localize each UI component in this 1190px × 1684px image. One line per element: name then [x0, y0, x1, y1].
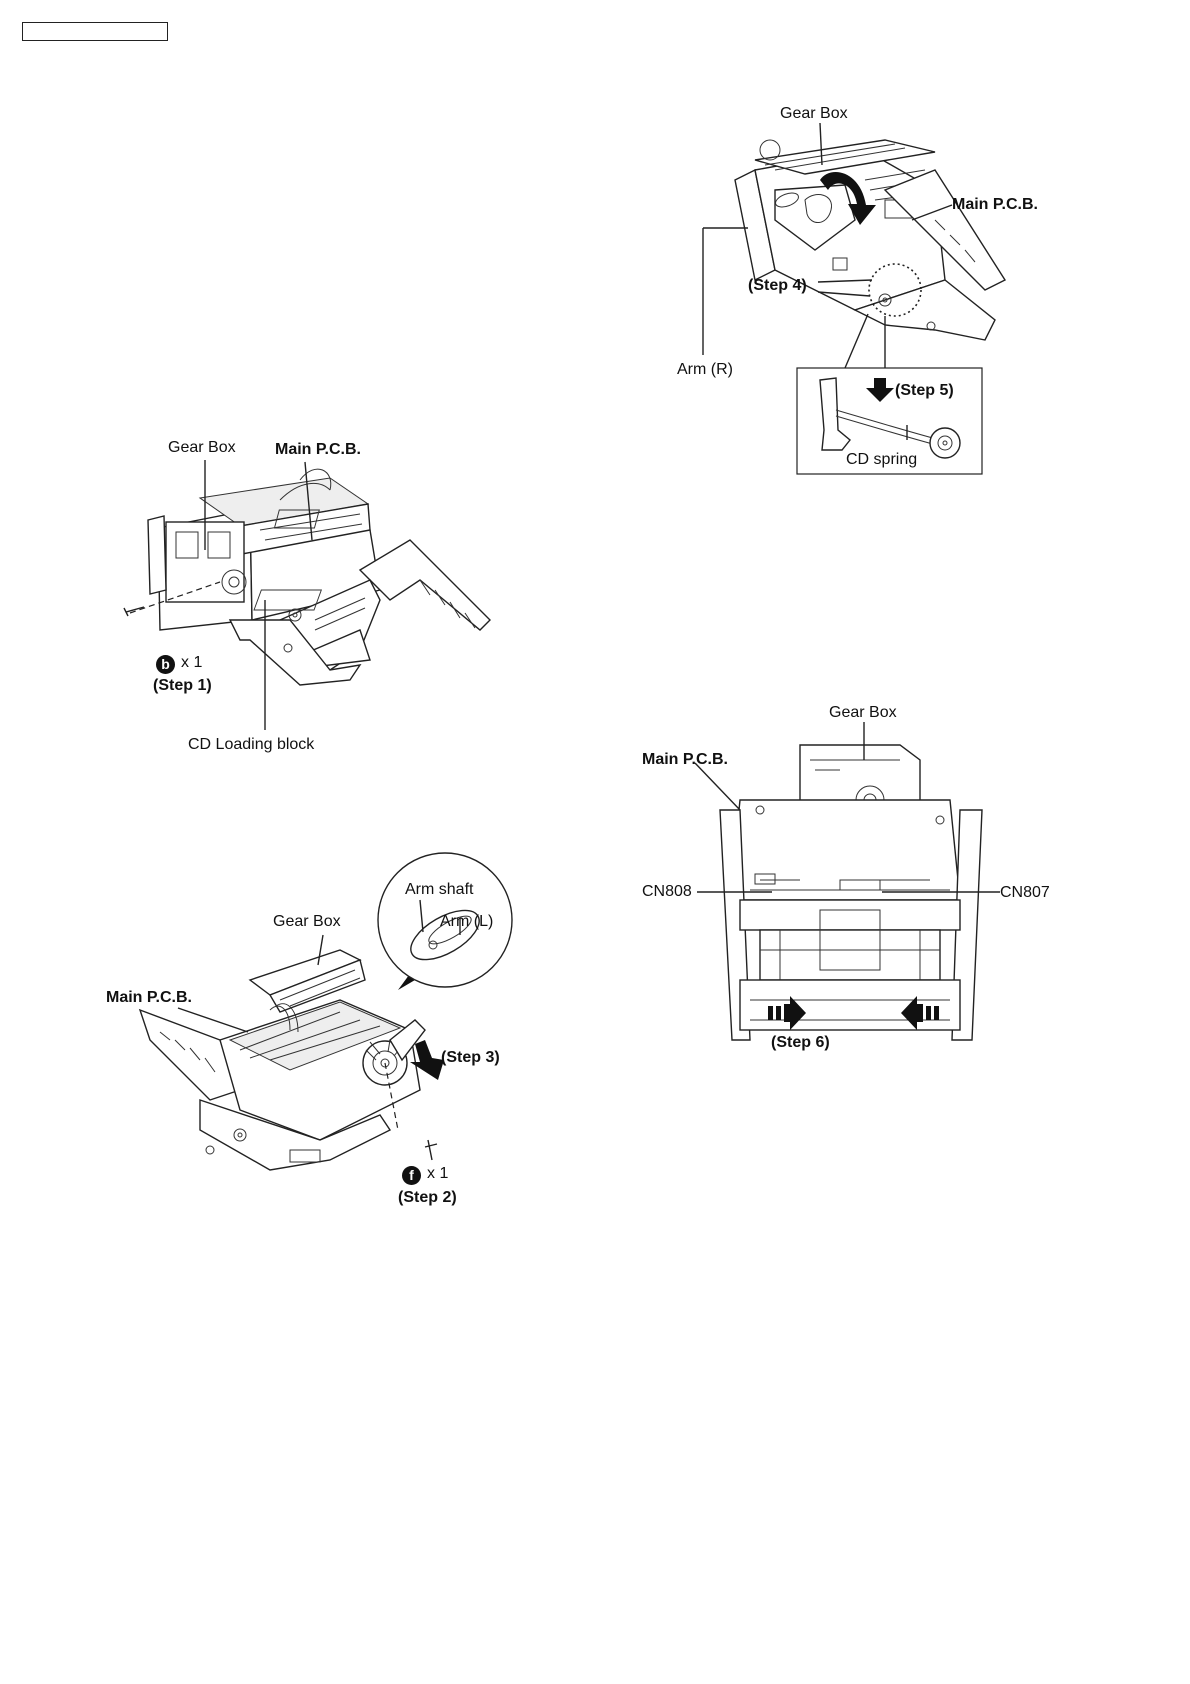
figure2-step2-label: (Step 2)	[398, 1190, 457, 1206]
figure4-gear-box-label: Gear Box	[829, 705, 897, 721]
figure4-annotations	[0, 0, 1190, 1100]
figure4-cn808-label: CN808	[642, 884, 692, 900]
figure4-step6-label: (Step 6)	[771, 1035, 830, 1051]
screw-f-icon: f	[402, 1166, 421, 1185]
figure4-main-pcb-label: Main P.C.B.	[642, 752, 728, 768]
figure4-cn807-label: CN807	[1000, 885, 1050, 901]
figure2-screw-count-text: x 1	[427, 1165, 448, 1182]
figure2-screw-count: f x 1	[402, 1166, 448, 1185]
